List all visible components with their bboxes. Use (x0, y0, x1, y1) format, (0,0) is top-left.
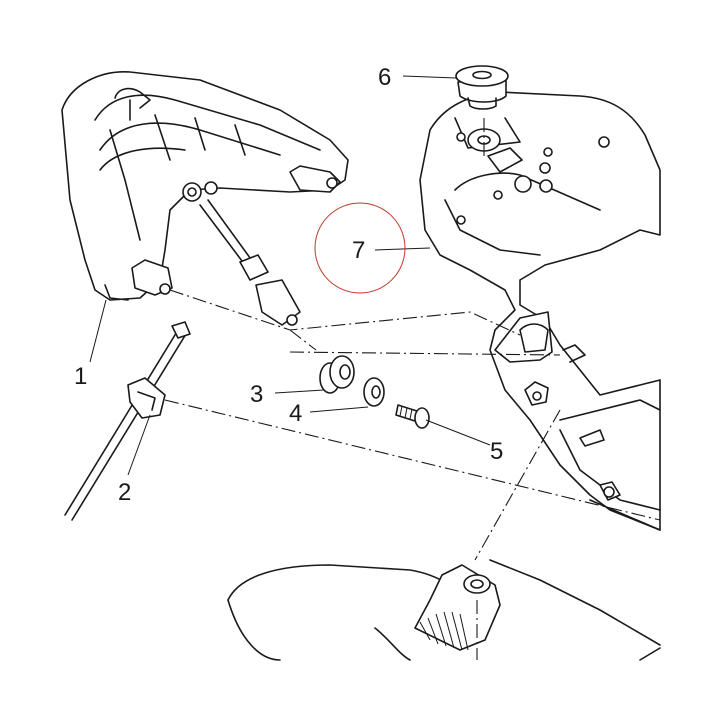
tail-light-assembly (61, 71, 349, 301)
callout-6: 6 (378, 64, 391, 91)
leader-lines (89, 75, 491, 476)
callout-4: 4 (289, 400, 302, 427)
assembly-axes (164, 118, 661, 660)
cable-tie (64, 321, 191, 521)
callout-3: 3 (250, 381, 263, 408)
washer (363, 377, 385, 407)
callout-7-highlight-ring (314, 202, 406, 294)
callout-1: 1 (74, 363, 87, 390)
screw (395, 404, 430, 429)
mudguard-section (227, 559, 661, 661)
callout-5: 5 (490, 438, 503, 465)
rubber-plug (455, 65, 509, 110)
mounting-frame (419, 91, 661, 531)
wiring-lead (199, 199, 301, 326)
callout-2: 2 (118, 479, 131, 506)
grommet (319, 355, 355, 394)
callout-7: 7 (352, 237, 365, 264)
